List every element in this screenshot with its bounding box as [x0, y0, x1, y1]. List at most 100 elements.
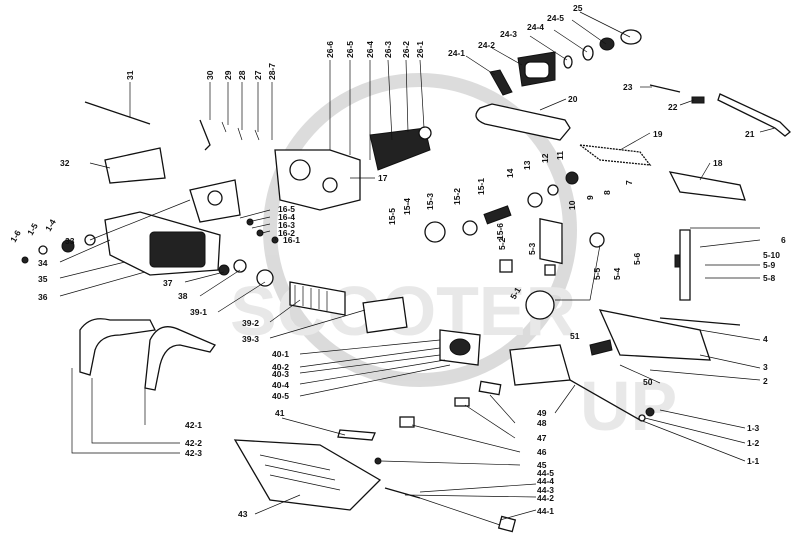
part-sprocket-cover-window [524, 61, 550, 79]
part-1-5 [38, 245, 48, 255]
label-39-2: 39-2 [242, 318, 259, 328]
label-4: 4 [763, 334, 768, 344]
label-5-5: 5-5 [592, 267, 602, 280]
leader-27-30 [209, 82, 273, 140]
leader-24-3 [529, 35, 568, 61]
label-8: 8 [602, 190, 612, 195]
label-11: 11 [555, 151, 565, 160]
leader-1 [639, 409, 746, 462]
label-5-2: 5-2 [497, 237, 507, 250]
label-1-4: 1-4 [43, 217, 58, 233]
part-22 [691, 96, 705, 104]
part-cover-32 [104, 147, 166, 184]
part-rod [84, 101, 151, 125]
label-39-3: 39-3 [242, 334, 259, 344]
label-15-3: 15-3 [425, 193, 435, 210]
leader-40 [299, 339, 451, 397]
part-cap [620, 29, 642, 45]
part-cable-49 [569, 379, 641, 421]
label-13: 13 [522, 160, 532, 170]
leader-43 [254, 494, 301, 515]
leader-39-2 [269, 299, 301, 323]
label-10: 10 [567, 200, 577, 210]
leader-20 [539, 98, 567, 111]
part-nut [599, 37, 615, 51]
label-31: 31 [125, 70, 135, 80]
leader-36 [59, 271, 146, 297]
part-13 [547, 184, 559, 196]
label-26-3: 26-3 [383, 41, 393, 58]
label-42-1: 42-1 [185, 420, 202, 430]
label-5-4: 5-4 [612, 267, 622, 280]
part-spring [199, 119, 211, 151]
label-40-4: 40-4 [272, 380, 289, 390]
label-38: 38 [178, 291, 188, 301]
part-adjuster [679, 229, 691, 301]
label-16-1: 16-1 [283, 235, 300, 245]
part-cord [419, 497, 501, 526]
leader-24-5 [571, 19, 607, 45]
label-44-1: 44-1 [537, 506, 554, 516]
leader-16 [239, 209, 277, 241]
label-41: 41 [275, 408, 285, 418]
part-1-6 [21, 256, 29, 264]
part-side-plate-bolt [418, 126, 432, 140]
part-wrench [717, 93, 791, 137]
label-42-2: 42-2 [185, 438, 202, 448]
part-39-1 [256, 269, 274, 287]
part-1-2 [638, 414, 646, 422]
label-16-2: 16-2 [278, 228, 295, 238]
leader-24-4 [553, 29, 588, 53]
label-3: 3 [763, 362, 768, 372]
leader-37 [184, 271, 225, 283]
leader-25 [579, 11, 631, 38]
label-48: 48 [537, 418, 547, 428]
label-26-6: 26-6 [325, 41, 335, 58]
part-armature-windings [294, 285, 328, 311]
label-27: 27 [253, 70, 263, 80]
label-1-2: 1-2 [747, 438, 760, 448]
label-26-2: 26-2 [401, 41, 411, 58]
label-26-1: 26-1 [415, 41, 425, 58]
part-16-3 [246, 218, 254, 226]
part-main-housing [233, 439, 382, 511]
label-5-8: 5-8 [763, 273, 776, 283]
label-1-6: 1-6 [8, 228, 23, 244]
leader-3 [699, 354, 761, 369]
part-5-3 [544, 264, 556, 276]
part-gear-housing-hole-2 [322, 177, 338, 193]
part-gear-housing-hole [289, 159, 311, 181]
label-46: 46 [537, 447, 547, 457]
leader-35 [59, 261, 126, 279]
label-24-2: 24-2 [478, 40, 495, 50]
part-fan-plate [362, 296, 408, 334]
part-1-1 [645, 407, 655, 417]
label-28-7: 28-7 [267, 63, 277, 80]
label-16-3: 16-3 [278, 220, 295, 230]
part-screws-27-29 [221, 121, 260, 141]
label-23: 23 [623, 82, 633, 92]
label-19: 19 [653, 129, 663, 139]
part-guide-plate [475, 103, 571, 141]
leader-44 [404, 483, 537, 521]
leader-50 [619, 364, 661, 384]
label-25: 25 [573, 3, 583, 13]
leader-34 [59, 239, 111, 263]
part-51 [589, 339, 613, 356]
label-30: 30 [205, 70, 215, 80]
leader-42-2 [91, 378, 180, 444]
label-32: 32 [60, 158, 70, 168]
part-gear-housing [274, 149, 361, 211]
label-24-4: 24-4 [527, 22, 544, 32]
leader-26 [329, 59, 425, 160]
part-37 [218, 264, 230, 276]
part-side-plate [369, 127, 431, 171]
part-15-3 [483, 205, 512, 225]
label-1-3: 1-3 [747, 423, 760, 433]
part-chain [577, 144, 652, 166]
label-1-5: 1-5 [25, 221, 40, 237]
label-47: 47 [537, 433, 547, 443]
label-20: 20 [568, 94, 578, 104]
leader-33 [89, 199, 191, 241]
